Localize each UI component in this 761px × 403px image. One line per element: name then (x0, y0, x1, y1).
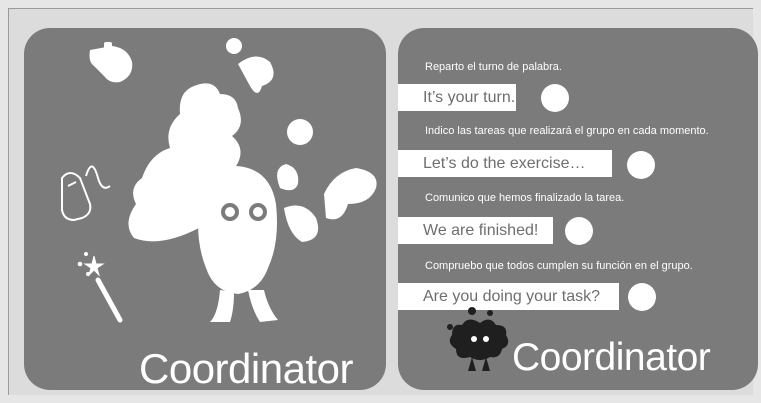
computer-mouse-icon (61, 165, 111, 222)
response-dot-2 (627, 151, 655, 179)
role-caption-2: Indico las tareas que realizará el grupo… (425, 125, 709, 137)
magic-wand-icon (77, 252, 123, 323)
card-title-left: Coordinator (139, 345, 353, 392)
role-caption-3: Comunico que hemos finalizado la tarea. (425, 192, 625, 204)
phrase-box-2: Let’s do the exercise… (398, 150, 612, 177)
whistle-icon (89, 42, 133, 83)
response-dot-1 (541, 84, 569, 112)
role-caption-4: Compruebo que todos cumplen su función e… (425, 260, 693, 272)
mascot-character-icon (128, 38, 377, 322)
mascot-small-icon (447, 307, 509, 371)
phrase-box-1: It’s your turn. (398, 84, 516, 111)
mascot-illustration (61, 38, 377, 323)
phrase-box-3: We are finished! (398, 217, 553, 244)
role-caption-1: Reparto el turno de palabra. (425, 61, 562, 73)
card-title-right: Coordinator (512, 336, 711, 379)
response-dot-4 (628, 283, 656, 311)
mascot-eyes (221, 203, 267, 221)
coordinator-illustration-card: Coordinator (24, 28, 386, 390)
response-dot-3 (565, 217, 593, 245)
phrase-box-4: Are you doing your task? (398, 283, 619, 310)
